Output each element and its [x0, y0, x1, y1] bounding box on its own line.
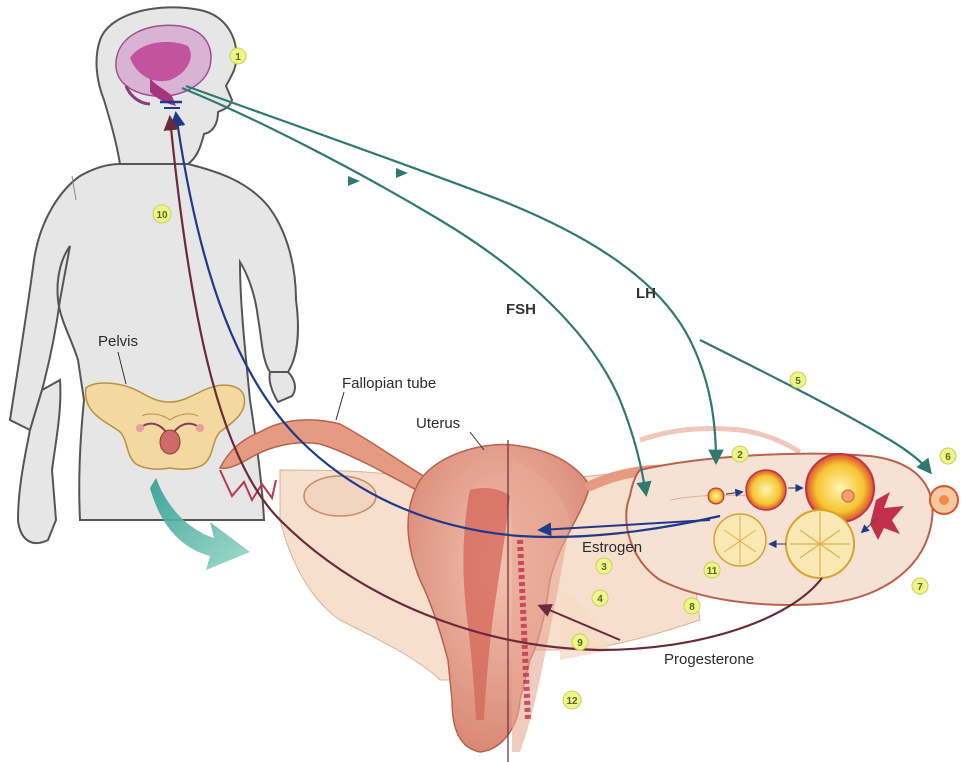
label-progesterone: Progesterone: [664, 651, 754, 668]
label-fsh: FSH: [506, 301, 536, 318]
label-uterus: Uterus: [416, 415, 460, 432]
label-lh: LH: [636, 285, 656, 302]
svg-text:6: 6: [945, 452, 951, 463]
marker-8: 8: [684, 598, 700, 614]
svg-text:5: 5: [795, 376, 801, 387]
svg-text:4: 4: [597, 594, 603, 605]
ovary-cross-section: [626, 454, 958, 605]
marker-9: 9: [572, 634, 588, 650]
left-ovary: [304, 476, 376, 516]
svg-text:3: 3: [601, 562, 607, 573]
marker-3: 3: [596, 558, 612, 574]
label-fallopian-tube: Fallopian tube: [342, 375, 436, 392]
follicle-primary: [746, 470, 786, 510]
label-pelvis: Pelvis: [98, 333, 138, 350]
svg-text:7: 7: [917, 582, 923, 593]
svg-text:8: 8: [689, 602, 695, 613]
marker-12: 12: [563, 691, 581, 709]
svg-text:10: 10: [156, 210, 168, 221]
marker-2: 2: [732, 446, 748, 462]
marker-6: 6: [940, 448, 956, 464]
svg-text:2: 2: [737, 450, 743, 461]
right-arm: [269, 372, 294, 402]
marker-10: 10: [153, 205, 171, 223]
marker-7: 7: [912, 578, 928, 594]
svg-text:11: 11: [707, 566, 718, 577]
marker-11: 11: [704, 562, 720, 578]
marker-5: 5: [790, 372, 806, 388]
svg-text:1: 1: [235, 52, 241, 63]
svg-text:9: 9: [577, 638, 583, 649]
svg-text:12: 12: [566, 696, 578, 707]
follicle-primordial: [708, 488, 724, 504]
marker-4: 4: [592, 590, 608, 606]
marker-1: 1: [230, 48, 246, 64]
label-estrogen: Estrogen: [582, 539, 642, 556]
